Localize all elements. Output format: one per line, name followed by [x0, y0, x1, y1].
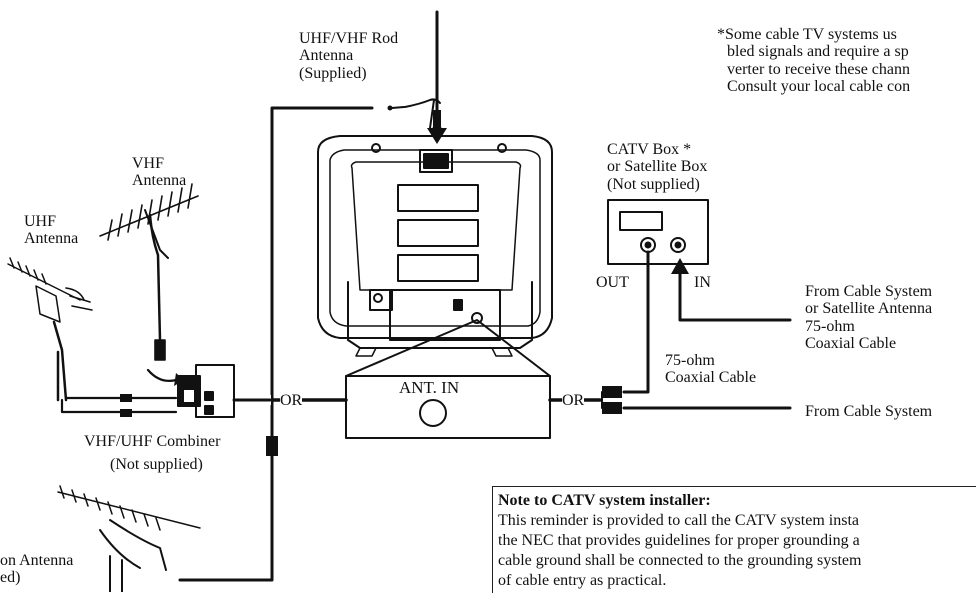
coax-label: 75-ohm Coaxial Cable: [665, 352, 757, 387]
or-left-label: OR: [280, 392, 303, 410]
ant-in-panel: [345, 319, 551, 439]
installer-note: Note to CATV system installer: This remi…: [492, 486, 976, 593]
tv-rear-icon: [317, 135, 553, 357]
or-right-label: OR: [562, 392, 585, 410]
installer-note-line: the NEC that provides guidelines for pro…: [498, 532, 860, 549]
from-cable-system-label: From Cable System: [805, 403, 933, 420]
combination-antenna-label: on Antenna ed): [0, 552, 74, 587]
from-cable-satellite-label: From Cable System or Satellite Antenna 7…: [805, 283, 933, 352]
combiner-icon: [177, 364, 272, 418]
out-label: OUT: [596, 274, 629, 291]
footnote: *Some cable TV systems us bled signals a…: [717, 26, 911, 95]
catv-box-icon: [607, 199, 709, 265]
uhf-antenna-icon: [7, 257, 93, 402]
installer-note-line: This reminder is provided to call the CA…: [498, 512, 859, 529]
catv-box-label: CATV Box * or Satellite Box (Not supplie…: [607, 141, 708, 193]
rod-antenna-label: UHF/VHF Rod Antenna (Supplied): [299, 30, 399, 82]
installer-note-line: of cable entry as practical.: [498, 572, 667, 589]
installer-note-heading: Note to CATV system installer:: [498, 492, 711, 509]
in-label: IN: [694, 274, 711, 291]
vhf-antenna-label: VHF Antenna: [132, 155, 187, 190]
installer-note-line: cable ground shall be connected to the g…: [498, 552, 862, 569]
combiner-label: VHF/UHF Combiner (Not supplied): [84, 433, 221, 474]
combination-antenna-icon: [57, 485, 201, 592]
ant-in-label: ANT. IN: [399, 378, 460, 397]
uhf-antenna-label: UHF Antenna: [24, 213, 79, 248]
vhf-antenna-icon: [99, 183, 199, 361]
